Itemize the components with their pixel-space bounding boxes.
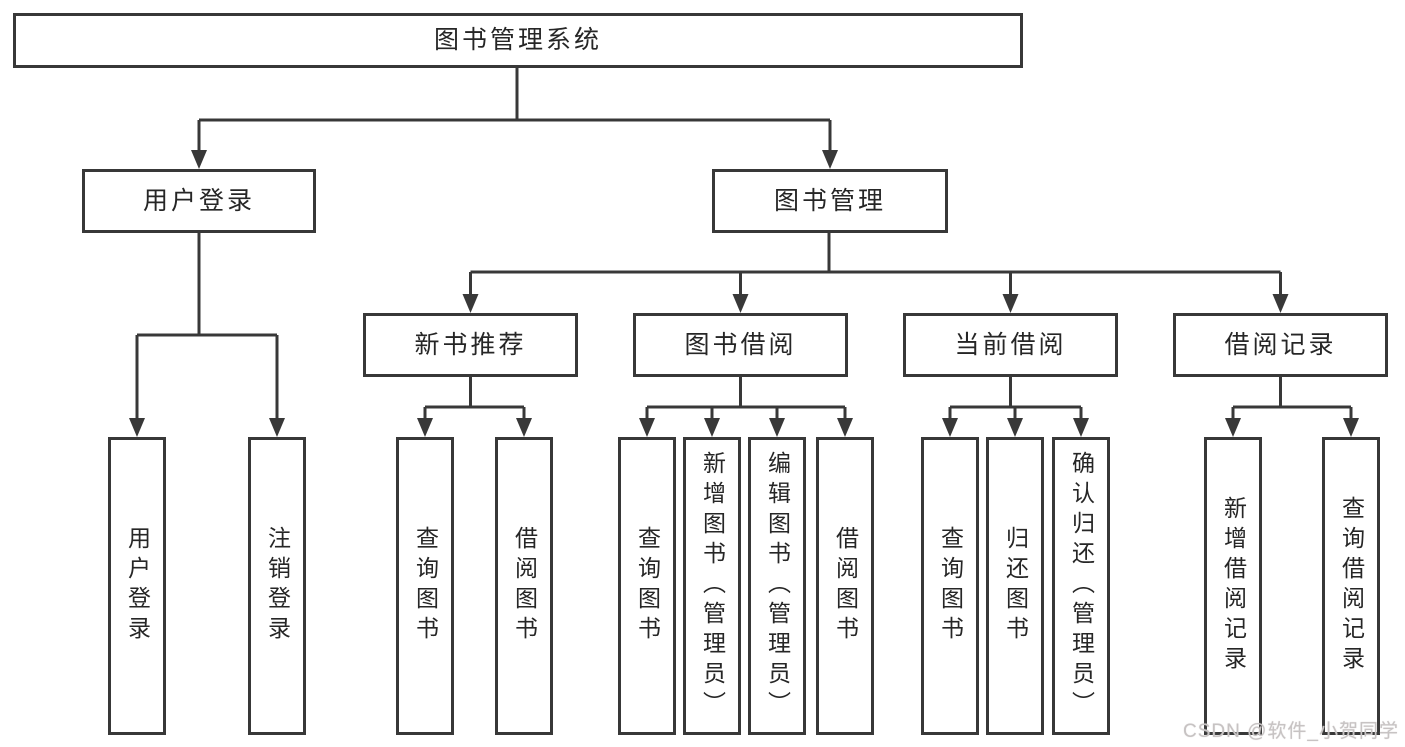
arrow-down-icon <box>704 418 720 437</box>
leaf-query-books-recommend-label: 查询图书 <box>412 526 439 646</box>
leaf-query-books-recommend: 查询图书 <box>396 437 454 735</box>
arrow-down-icon <box>462 294 479 313</box>
connector-userlogin-to-leaves <box>135 233 279 420</box>
connector-bookborrow-to-leaves <box>645 377 847 420</box>
leaf-edit-books-admin: 编辑图书（管理员） <box>748 437 806 735</box>
node-borrowing-records-label: 借阅记录 <box>1224 330 1337 359</box>
arrow-down-icon <box>1007 418 1023 437</box>
connector-bookmgmt-to-level3 <box>469 233 1282 296</box>
leaf-query-borrow-record-label: 查询借阅记录 <box>1338 496 1365 676</box>
node-current-borrowing-label: 当前借阅 <box>954 330 1067 359</box>
arrow-down-icon <box>769 418 785 437</box>
leaf-borrow-books-label: 借阅图书 <box>832 526 859 646</box>
node-user-login: 用户登录 <box>82 169 316 233</box>
leaf-user-login-label: 用户登录 <box>124 526 151 646</box>
arrow-down-icon <box>1225 418 1241 437</box>
node-book-management-label: 图书管理 <box>773 186 886 215</box>
leaf-add-borrow-record: 新增借阅记录 <box>1204 437 1262 735</box>
leaf-add-books-admin-label: 新增图书（管理员） <box>699 451 726 721</box>
leaf-logout-label: 注销登录 <box>264 526 291 646</box>
leaf-borrow-books-recommend: 借阅图书 <box>495 437 553 735</box>
leaf-query-books-current-label: 查询图书 <box>937 526 964 646</box>
leaf-borrow-books: 借阅图书 <box>816 437 874 735</box>
leaf-borrow-books-recommend-label: 借阅图书 <box>511 526 538 646</box>
connector-currentborrow-to-leaves <box>948 377 1083 420</box>
node-new-book-recommend: 新书推荐 <box>363 313 578 377</box>
arrow-down-icon <box>822 150 838 169</box>
node-book-management: 图书管理 <box>712 169 948 233</box>
arrow-down-icon <box>269 418 285 437</box>
leaf-add-books-admin: 新增图书（管理员） <box>683 437 741 735</box>
leaf-confirm-return-admin-label: 确认归还（管理员） <box>1068 451 1095 721</box>
csdn-watermark: CSDN @软件_小贺同学 <box>1183 721 1399 742</box>
leaf-return-books-label: 归还图书 <box>1002 526 1029 646</box>
node-book-borrowing-label: 图书借阅 <box>684 330 797 359</box>
arrow-down-icon <box>129 418 145 437</box>
leaf-query-books-borrow-label: 查询图书 <box>634 526 661 646</box>
arrow-down-icon <box>417 418 433 437</box>
node-book-borrowing: 图书借阅 <box>633 313 848 377</box>
node-root-system: 图书管理系统 <box>13 13 1023 68</box>
leaf-return-books: 归还图书 <box>986 437 1044 735</box>
node-new-book-recommend-label: 新书推荐 <box>414 330 527 359</box>
leaf-user-login: 用户登录 <box>108 437 166 735</box>
arrowheads <box>129 150 1359 437</box>
leaf-logout: 注销登录 <box>248 437 306 735</box>
leaf-confirm-return-admin: 确认归还（管理员） <box>1052 437 1110 735</box>
arrow-down-icon <box>837 418 853 437</box>
arrow-down-icon <box>639 418 655 437</box>
arrow-down-icon <box>1073 418 1089 437</box>
arrow-down-icon <box>732 294 749 313</box>
node-root-label: 图书管理系统 <box>433 26 602 54</box>
leaf-query-books-current: 查询图书 <box>921 437 979 735</box>
leaf-add-borrow-record-label: 新增借阅记录 <box>1220 496 1247 676</box>
connector-root-to-level2 <box>197 68 832 152</box>
leaf-query-books-borrow: 查询图书 <box>618 437 676 735</box>
arrow-down-icon <box>516 418 532 437</box>
connector-borrowrecord-to-leaves <box>1231 377 1353 420</box>
arrow-down-icon <box>1272 294 1289 313</box>
connector-newbook-to-leaves <box>423 377 526 420</box>
node-borrowing-records: 借阅记录 <box>1173 313 1388 377</box>
arrow-down-icon <box>191 150 207 169</box>
leaf-query-borrow-record: 查询借阅记录 <box>1322 437 1380 735</box>
node-current-borrowing: 当前借阅 <box>903 313 1118 377</box>
arrow-down-icon <box>1343 418 1359 437</box>
leaf-edit-books-admin-label: 编辑图书（管理员） <box>764 451 791 721</box>
node-user-login-label: 用户登录 <box>142 186 255 215</box>
arrow-down-icon <box>1002 294 1019 313</box>
arrow-down-icon <box>942 418 958 437</box>
